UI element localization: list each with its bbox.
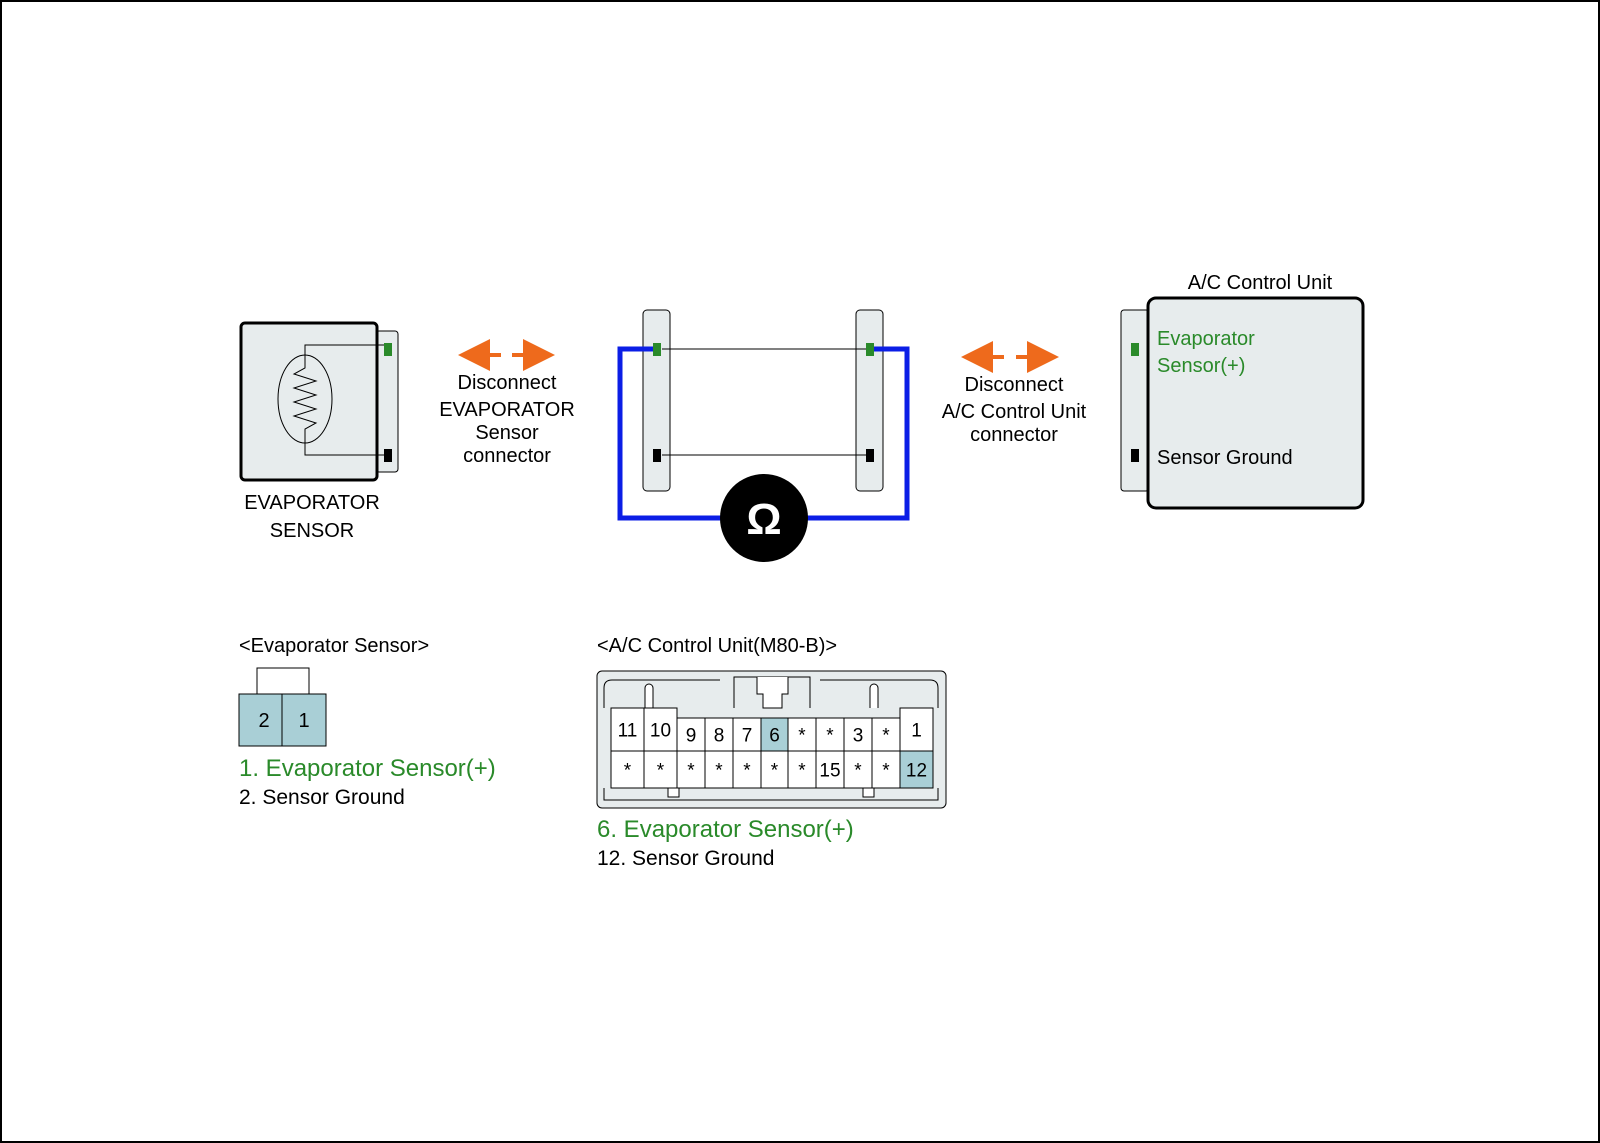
ac-connector-cavity (610, 707, 645, 752)
ac-connector-title: <A/C Control Unit(M80-B)> (597, 635, 837, 657)
evaporator-sensor-component: EVAPORATOR SENSOR (239, 321, 399, 542)
ac-connector-cavity (760, 717, 789, 752)
ac-pin-label-top: * (826, 726, 834, 747)
evap-connector-latch (256, 667, 310, 696)
harness-left-pin-ground (653, 449, 661, 462)
ac-legend-item: 12. Sensor Ground (597, 847, 774, 870)
ac-connector-cavity (676, 717, 706, 752)
disconnect-right-line3: connector (970, 424, 1058, 446)
disconnect-note-left: Disconnect EVAPORATOR Sensor connector (439, 372, 575, 467)
ac-pin-label-top: * (798, 726, 806, 747)
ac-connector-cavity (843, 750, 873, 789)
disconnect-left-line2: EVAPORATOR (439, 399, 575, 421)
harness-right-pin-positive (866, 343, 874, 356)
ac-pin-label-bottom: * (771, 761, 779, 782)
evap-connector-pin-2 (238, 693, 283, 747)
ac-unit-connector-block (1120, 309, 1150, 492)
disconnect-left-line1: Disconnect (458, 372, 557, 394)
evap-sensor-pin-positive (384, 343, 392, 356)
ohm-symbol: Ω (746, 495, 781, 544)
ac-pin-label-bottom: * (854, 761, 862, 782)
ac-pin-label-top: 7 (742, 726, 753, 747)
ac-connector-cavity (610, 750, 645, 789)
harness-left-pin-positive (653, 343, 661, 356)
disconnect-note-right: Disconnect A/C Control Unit connector (942, 374, 1087, 446)
ac-pin-label-top: * (882, 726, 890, 747)
ac-connector-cavity (899, 750, 934, 789)
ac-pin-label-bottom: * (624, 761, 632, 782)
evap-legend-item: 2. Sensor Ground (239, 786, 405, 809)
ac-pin-label-bottom: * (798, 761, 806, 782)
evap-legend-item: 1. Evaporator Sensor(+) (239, 755, 496, 782)
ac-legend-item: 6. Evaporator Sensor(+) (597, 816, 854, 843)
ac-unit-pin-positive (1131, 343, 1139, 356)
ac-evap-label-line2: Sensor(+) (1157, 355, 1245, 377)
ac-connector-inner-outline (603, 679, 720, 708)
disconnect-left-line4: connector (463, 445, 551, 467)
ac-connector-inner-outline (603, 788, 939, 801)
ac-evap-label-line1: Evaporator (1157, 328, 1255, 350)
resistor-zigzag-icon (292, 360, 318, 437)
ac-connector-cavity (899, 707, 934, 752)
ac-connector-cavity (843, 717, 873, 752)
ohmmeter-icon (720, 474, 808, 562)
sensor-wire-top (304, 344, 384, 360)
ac-pin-label-bottom: 15 (819, 761, 840, 782)
evap-pin-label: 2 (258, 710, 269, 732)
ac-sensor-ground-label: Sensor Ground (1157, 447, 1293, 469)
ac-pin-label-top: 11 (618, 721, 638, 742)
ac-connector-post (869, 683, 879, 708)
ac-connector-cavity (643, 707, 678, 752)
meter-lead-left (617, 346, 726, 521)
ac-control-unit-component: A/C Control Unit Evaporator Sensor(+) Se… (1120, 272, 1365, 510)
ac-connector-cavity (643, 750, 678, 789)
evap-connector-pin-1 (281, 693, 327, 747)
evap-sensor-pin-ground (384, 449, 392, 462)
ac-pin-label-top: 3 (853, 726, 864, 747)
evap-connector-face: <Evaporator Sensor> 2 1 1. Evaporator Se… (238, 635, 496, 809)
evap-pin-label: 1 (298, 710, 309, 732)
harness-right-pin-ground (866, 449, 874, 462)
ac-unit-body (1146, 296, 1365, 510)
ac-pin-label-bottom: 12 (906, 761, 927, 782)
evap-connector-title: <Evaporator Sensor> (239, 635, 429, 657)
ac-pin-label-top: 6 (769, 726, 780, 747)
ac-pin-label-top: 9 (686, 726, 697, 747)
ac-connector-cavity (815, 750, 845, 789)
evap-sensor-label-line1: EVAPORATOR (244, 492, 380, 514)
evap-sensor-body (239, 321, 379, 482)
harness-connector-right (855, 309, 884, 492)
disconnect-left-line3: Sensor (475, 422, 539, 444)
ac-connector-key-slot (756, 677, 789, 709)
harness-test: Ω (617, 309, 910, 562)
harness-connector-left (642, 309, 671, 492)
ac-unit-title: A/C Control Unit (1188, 272, 1333, 294)
ac-pin-label-top: 1 (911, 721, 922, 742)
ac-connector-inner-outline (820, 679, 939, 708)
evap-sensor-label-line2: SENSOR (270, 520, 354, 542)
ac-pin-label-bottom: * (882, 761, 890, 782)
disconnect-right-line1: Disconnect (965, 374, 1064, 396)
disconnect-right-line2: A/C Control Unit (942, 401, 1087, 423)
ac-pin-label-bottom: * (657, 761, 665, 782)
ac-connector-post (644, 683, 654, 708)
ac-pin-label-bottom: * (715, 761, 723, 782)
ac-pin-label-top: 8 (714, 726, 725, 747)
ac-pin-label-bottom: * (743, 761, 751, 782)
ac-connector-cavity (704, 750, 734, 789)
ac-pin-label-top: 10 (650, 721, 671, 742)
sensor-wire-bottom (304, 437, 384, 456)
ac-pin-label-bottom: * (687, 761, 695, 782)
ac-unit-pin-ground (1131, 449, 1139, 462)
meter-lead-right (802, 346, 910, 521)
